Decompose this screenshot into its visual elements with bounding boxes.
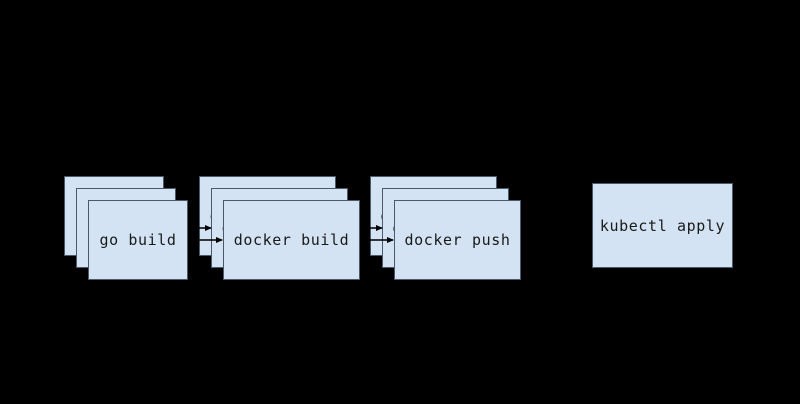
node-label-go-build: go build: [99, 231, 177, 249]
node-card-go-build[interactable]: go build: [88, 200, 188, 280]
node-card-docker-build[interactable]: docker build: [223, 200, 360, 280]
node-label-kubectl-apply: kubectl apply: [599, 216, 726, 235]
node-label-docker-push: docker push: [404, 231, 511, 249]
node-card-kubectl-apply[interactable]: kubectl apply: [592, 183, 733, 268]
node-label-docker-build: docker build: [233, 231, 350, 249]
node-card-docker-push[interactable]: docker push: [394, 200, 521, 280]
